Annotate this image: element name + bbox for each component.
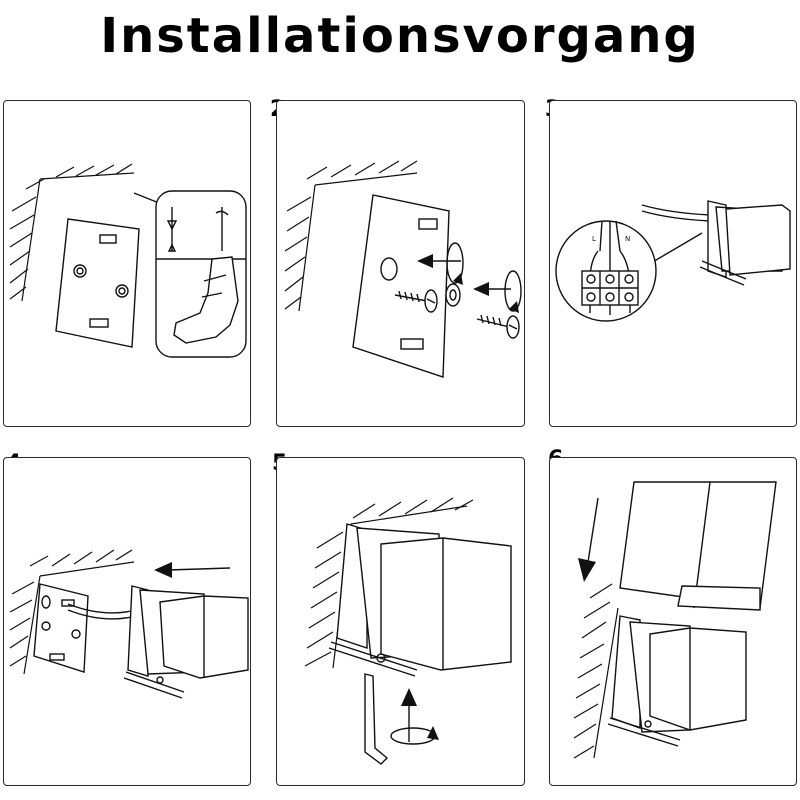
terminal-label-n: N bbox=[625, 235, 630, 243]
step-3-panel: L N bbox=[549, 100, 797, 427]
lamp-cover bbox=[619, 481, 777, 611]
down-arrow bbox=[578, 497, 599, 582]
lamp-base bbox=[607, 615, 747, 747]
step-5-illustration bbox=[304, 497, 512, 765]
power-cable bbox=[641, 204, 711, 222]
screw-2 bbox=[476, 314, 520, 339]
tighten-arrow bbox=[390, 688, 439, 745]
mounting-plate bbox=[352, 194, 450, 378]
step-1-panel bbox=[3, 100, 251, 427]
wall-hatch bbox=[9, 163, 135, 302]
step-4-panel bbox=[3, 457, 251, 786]
lamp-body bbox=[328, 523, 512, 677]
step-4-illustration bbox=[9, 549, 249, 699]
mounting-plate bbox=[33, 583, 89, 673]
wiring-detail-inset: L N bbox=[555, 220, 703, 322]
hex-key bbox=[364, 673, 389, 765]
insert-arrow-2 bbox=[473, 270, 522, 313]
step-6-panel bbox=[549, 457, 797, 786]
page-title: Installationsvorgang bbox=[100, 8, 700, 64]
lamp-base bbox=[699, 200, 791, 286]
lamp-base bbox=[123, 585, 249, 699]
drill-detail-inset bbox=[133, 190, 247, 358]
step-6-illustration bbox=[573, 481, 777, 759]
wall-hatch bbox=[9, 549, 135, 675]
step-1-illustration bbox=[9, 163, 247, 358]
screw-1 bbox=[394, 289, 438, 313]
step-2-illustration bbox=[284, 160, 522, 378]
step-2-panel bbox=[276, 100, 525, 427]
terminal-label-l: L bbox=[592, 235, 596, 243]
insert-arrow-1 bbox=[417, 242, 464, 285]
wall-hatch bbox=[284, 160, 418, 312]
mounting-plate bbox=[55, 218, 140, 348]
wall-hatch bbox=[573, 583, 619, 759]
direction-arrow bbox=[154, 562, 231, 578]
step-3-illustration: L N bbox=[555, 200, 791, 322]
wall-anchor bbox=[445, 283, 461, 307]
step-5-panel bbox=[276, 457, 525, 786]
